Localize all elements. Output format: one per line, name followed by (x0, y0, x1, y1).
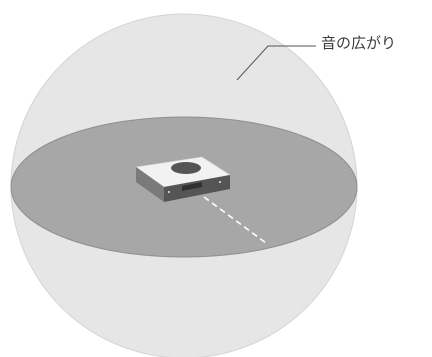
device-front-face (164, 175, 230, 202)
device-top-opening (171, 162, 201, 174)
leader-line (236, 45, 316, 81)
dashed-line (203, 196, 267, 244)
device-front-indicator-right (219, 181, 221, 183)
speaker-device (135, 156, 231, 202)
sound-spread-label: 音の広がり (321, 34, 397, 52)
device-side-face (136, 167, 164, 202)
device-front-indicator-left (168, 191, 170, 193)
device-front-port (182, 182, 202, 191)
